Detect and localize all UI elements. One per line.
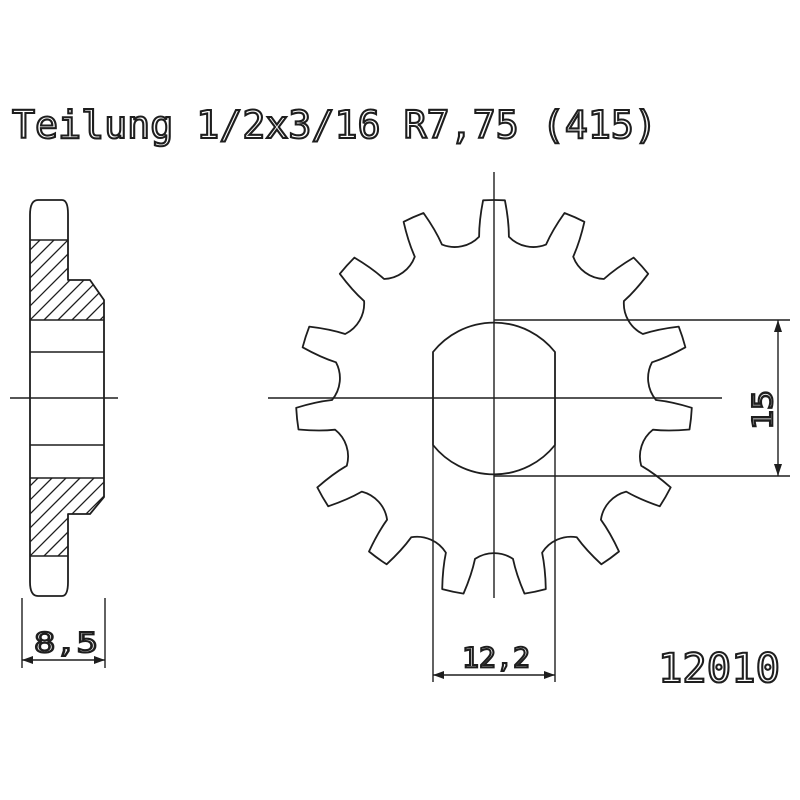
hatch-line xyxy=(0,478,10,556)
bore-width-label: 12,2 xyxy=(462,641,530,674)
part-number: 12010 xyxy=(658,646,780,692)
hatch-line xyxy=(0,240,12,320)
hatch-line xyxy=(170,478,248,556)
hatch-line xyxy=(30,478,53,556)
hatch-line xyxy=(30,478,67,556)
hatch-line xyxy=(184,240,264,320)
hatch-line xyxy=(30,478,81,556)
hatch-line xyxy=(30,240,41,320)
hatch-line xyxy=(30,478,39,556)
hatch-line xyxy=(170,240,250,320)
hatch-line xyxy=(71,478,104,556)
thickness-label: 8,5 xyxy=(34,626,98,659)
hatch-line xyxy=(114,478,192,556)
hatch-line xyxy=(142,478,220,556)
hatch-line xyxy=(184,478,262,556)
side-view: 8,5 xyxy=(0,199,264,668)
hatch-line xyxy=(114,240,194,320)
drawing-title: Teilung 1/2x3/16 R7,75 (415) xyxy=(12,103,657,147)
bore-flat-label: 15 xyxy=(746,390,779,430)
hatch-line xyxy=(85,240,104,320)
front-view: 15 12,2 xyxy=(268,172,790,682)
hatch-line xyxy=(142,240,222,320)
hatch-line xyxy=(30,240,55,320)
hatch-line xyxy=(0,240,26,320)
hatch-line xyxy=(128,240,208,320)
hatch-line xyxy=(99,478,104,556)
hatch-line xyxy=(99,240,104,320)
sprocket-outline xyxy=(295,199,693,595)
hatch-line xyxy=(128,478,206,556)
hatch-line xyxy=(156,240,236,320)
hatch-line xyxy=(30,478,95,556)
hatch-bottom xyxy=(0,478,262,556)
hatch-line xyxy=(71,240,104,320)
hatch-line xyxy=(0,478,24,556)
hatch-line xyxy=(30,240,69,320)
hatch-top xyxy=(0,240,264,320)
hatch-line xyxy=(85,478,104,556)
hatch-line xyxy=(156,478,234,556)
side-view-outline xyxy=(29,199,105,597)
